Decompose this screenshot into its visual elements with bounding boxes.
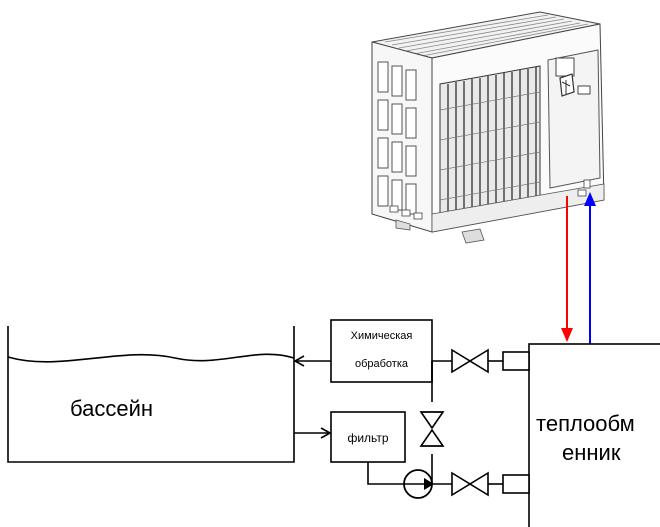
heat-exchanger-label-line1: теплообм xyxy=(536,411,635,436)
valve-bypass xyxy=(419,411,445,447)
heat-exchanger: теплообм енник xyxy=(528,343,660,527)
chemical-treatment-box: Химическая обработка xyxy=(330,319,433,383)
heat-exchanger-label-line2: енник xyxy=(562,440,621,465)
filter-label: фильтр xyxy=(347,431,388,445)
pump-icon xyxy=(403,469,434,499)
pool: бассейн xyxy=(7,326,295,463)
valve-upper xyxy=(451,348,489,374)
filter-box: фильтр xyxy=(330,411,406,463)
return-line xyxy=(584,192,596,344)
chem-label-line2: обработка xyxy=(355,358,409,370)
valve-lower xyxy=(451,471,489,497)
heat-pump-unit xyxy=(371,11,605,244)
pool-label: бассейн xyxy=(70,396,153,421)
chem-label-line1: Химическая xyxy=(351,330,413,342)
supply-line xyxy=(561,196,573,342)
piping xyxy=(293,351,530,494)
